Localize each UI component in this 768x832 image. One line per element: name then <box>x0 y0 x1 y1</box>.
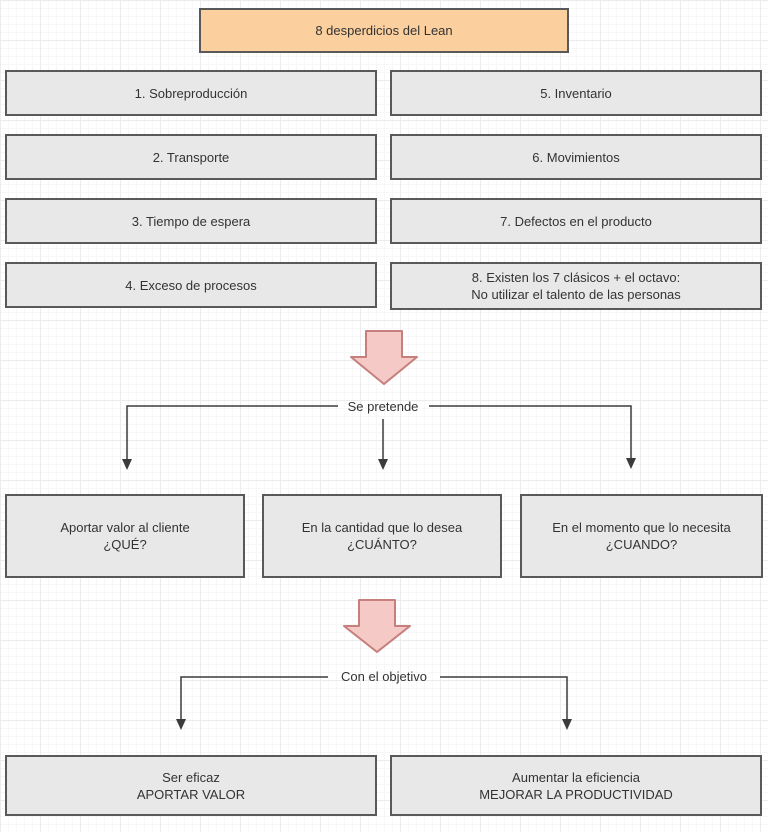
waste-label: 7. Defectos en el producto <box>500 213 652 229</box>
flow1-box-line: ¿CUÁNTO? <box>347 537 417 552</box>
flow1-box-cuando: En el momento que lo necesita ¿CUANDO? <box>520 494 763 578</box>
flow1-box-line: En el momento que lo necesita <box>552 520 731 535</box>
flow2-box-eficiencia: Aumentar la eficiencia MEJORAR LA PRODUC… <box>390 755 762 816</box>
flow1-label: Se pretende <box>347 399 419 414</box>
waste-label: 3. Tiempo de espera <box>131 213 251 229</box>
waste-label: 8. Existen los 7 clásicos + el octavo: <box>471 270 681 285</box>
flow2-box-line: Aumentar la eficiencia <box>512 769 640 785</box>
waste-box-1: 1. Sobreproducción <box>5 70 377 116</box>
flow2-box-eficaz: Ser eficaz APORTAR VALOR <box>5 755 377 816</box>
flow1-box-line: En la cantidad que lo desea <box>301 520 463 535</box>
waste-box-6: 6. Movimientos <box>390 134 762 180</box>
flow1-box-line: ¿CUANDO? <box>605 537 678 552</box>
waste-label: 4. Exceso de procesos <box>125 277 257 293</box>
flow1-box-line: Aportar valor al cliente <box>60 520 190 535</box>
waste-box-8: 8. Existen los 7 clásicos + el octavo: N… <box>390 262 762 310</box>
waste-box-5: 5. Inventario <box>390 70 762 116</box>
flow1-box-que: Aportar valor al cliente ¿QUÉ? <box>5 494 245 578</box>
waste-label: 1. Sobreproducción <box>134 85 248 101</box>
flow2-box-line: Ser eficaz <box>162 769 220 785</box>
flow1-box-cuanto: En la cantidad que lo desea ¿CUÁNTO? <box>262 494 502 578</box>
down-block-arrow-icon <box>343 599 411 653</box>
title-label: 8 desperdicios del Lean <box>315 23 453 38</box>
flow2-box-line: MEJORAR LA PRODUCTIVIDAD <box>479 786 673 802</box>
waste-box-4: 4. Exceso de procesos <box>5 262 377 308</box>
waste-label: No utilizar el talento de las personas <box>471 287 681 302</box>
flow1-box-line: ¿QUÉ? <box>103 537 147 552</box>
waste-box-2: 2. Transporte <box>5 134 377 180</box>
flow2-box-line: APORTAR VALOR <box>136 786 246 802</box>
waste-label: 6. Movimientos <box>532 149 620 165</box>
waste-label: 5. Inventario <box>540 85 612 101</box>
title-box: 8 desperdicios del Lean <box>199 8 569 53</box>
down-block-arrow-icon <box>350 330 418 385</box>
waste-label: 2. Transporte <box>152 149 230 165</box>
flow2-label: Con el objetivo <box>341 669 427 684</box>
waste-box-7: 7. Defectos en el producto <box>390 198 762 244</box>
waste-box-3: 3. Tiempo de espera <box>5 198 377 244</box>
